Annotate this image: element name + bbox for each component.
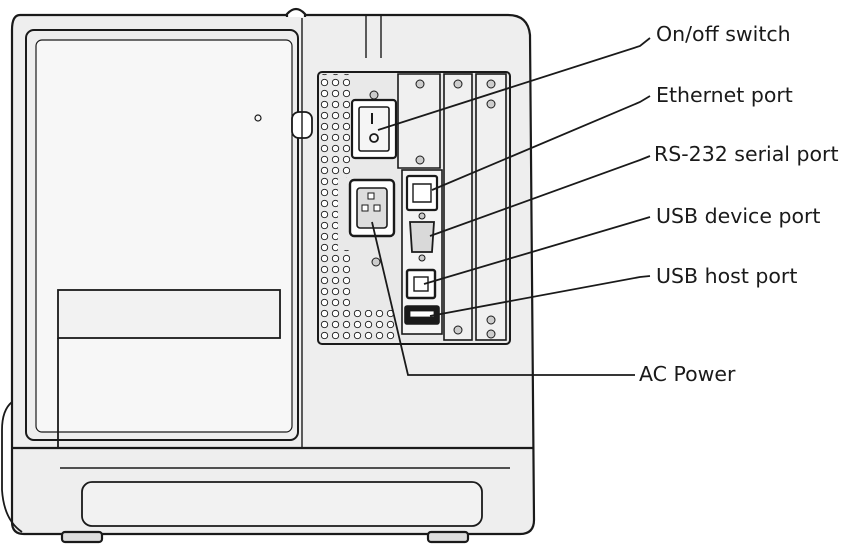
foot-right bbox=[426, 530, 470, 544]
label-rs232: RS-232 serial port bbox=[654, 142, 839, 166]
rs232-port bbox=[409, 221, 435, 253]
callout-labels: On/off switch Ethernet port RS-232 seria… bbox=[639, 22, 839, 386]
leader-rs232 bbox=[429, 155, 651, 237]
leader-lines bbox=[371, 37, 651, 376]
card-1 bbox=[397, 73, 441, 169]
screw-1 bbox=[369, 90, 379, 100]
leader-usb-device bbox=[423, 216, 651, 285]
leader-ac-power bbox=[371, 221, 635, 376]
leader-ethernet bbox=[431, 95, 651, 191]
card-2 bbox=[443, 73, 473, 341]
base-left-curve bbox=[1, 401, 23, 533]
io-panel bbox=[317, 71, 511, 345]
top-slot bbox=[365, 16, 382, 58]
card-3 bbox=[475, 73, 507, 341]
label-usb-host: USB host port bbox=[656, 264, 797, 288]
base-recess bbox=[81, 481, 483, 527]
usb-device-port bbox=[405, 268, 437, 300]
top-knob bbox=[285, 7, 307, 17]
label-onoff: On/off switch bbox=[656, 22, 791, 46]
cover-outline bbox=[25, 29, 299, 441]
media-window bbox=[57, 289, 281, 339]
label-ac-power: AC Power bbox=[639, 362, 736, 386]
leader-usb-host bbox=[429, 275, 651, 317]
ethernet-port bbox=[405, 174, 439, 212]
label-ethernet: Ethernet port bbox=[656, 83, 793, 107]
screw-2 bbox=[371, 257, 381, 267]
foot-left bbox=[60, 530, 104, 544]
cover-inner bbox=[35, 39, 293, 433]
side-cover bbox=[25, 18, 313, 448]
leader-onoff bbox=[377, 37, 651, 131]
vent-grille bbox=[320, 74, 396, 342]
cover-screw bbox=[254, 114, 262, 122]
switch-inner bbox=[358, 106, 390, 152]
label-usb-device: USB device port bbox=[656, 204, 820, 228]
